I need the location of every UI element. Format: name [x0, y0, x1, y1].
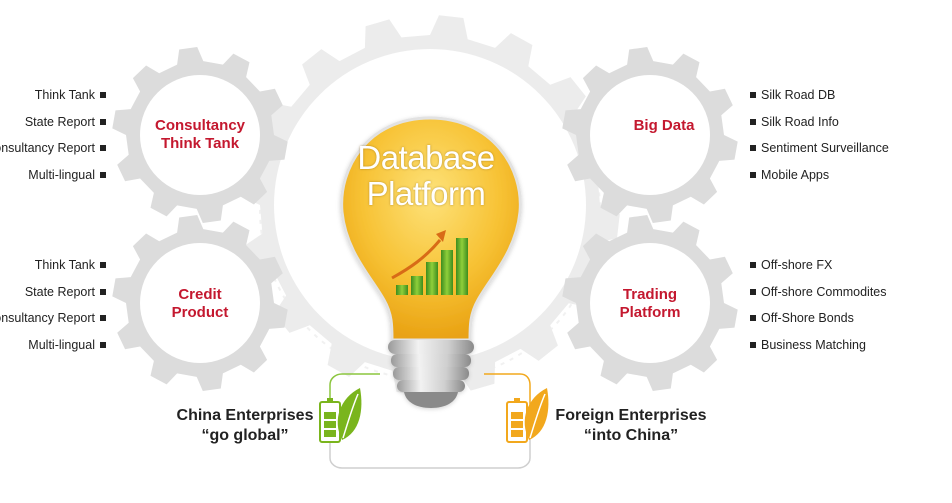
gear-label-line: Product — [171, 304, 229, 321]
list-item: Off-shore Commodites — [750, 279, 887, 306]
gear-shapes — [112, 15, 738, 395]
list-item: Business Matching — [750, 332, 887, 359]
list-item: Off-shore FX — [750, 252, 887, 279]
connector-lines — [329, 373, 531, 469]
lightbulb-icon — [340, 116, 522, 408]
center-title-line: Platform — [366, 175, 486, 212]
credit-gear-hub — [140, 243, 260, 363]
list-item: Consultancy Report — [0, 135, 106, 162]
trading-feature-list: Off-shore FX Off-shore Commodites Off-Sh… — [750, 252, 887, 358]
trading-gear-hub — [590, 243, 710, 363]
gear-label-big-data: Big Data — [594, 117, 734, 135]
list-item: Think Tank — [0, 252, 106, 279]
china-enterprises-label: China Enterprises “go global” — [170, 406, 320, 446]
gear-label-trading: Trading Platform — [580, 286, 720, 322]
gear-label-line: Trading — [622, 286, 678, 303]
consultancy-feature-list: Think Tank State Report Consultancy Repo… — [0, 82, 106, 188]
list-item: State Report — [0, 109, 106, 136]
orange-battery-leaf-icon — [506, 388, 549, 443]
list-item: Sentiment Surveillance — [750, 135, 889, 162]
credit-feature-list: Think Tank State Report Consultancy Repo… — [0, 252, 106, 358]
list-item: State Report — [0, 279, 106, 306]
big-data-feature-list: Silk Road DB Silk Road Info Sentiment Su… — [750, 82, 889, 188]
list-item: Silk Road DB — [750, 82, 889, 109]
foreign-enterprises-label: Foreign Enterprises “into China” — [546, 406, 716, 446]
big-data-gear-hub — [590, 75, 710, 195]
gear-label-credit: Credit Product — [130, 286, 270, 322]
gear-label-line: Consultancy — [154, 117, 245, 134]
green-battery-leaf-icon — [319, 388, 362, 443]
gear-label-line: Credit — [178, 286, 222, 303]
list-item: Multi-lingual — [0, 162, 106, 189]
gear-label-line: Big Data — [633, 117, 695, 134]
gear-label-line: Think Tank — [160, 135, 240, 152]
list-item: Multi-lingual — [0, 332, 106, 359]
enterprise-label-line: Foreign Enterprises — [555, 407, 707, 424]
list-item: Silk Road Info — [750, 109, 889, 136]
list-item: Off-Shore Bonds — [750, 305, 887, 332]
list-item: Mobile Apps — [750, 162, 889, 189]
center-title: Database Platform — [326, 140, 526, 212]
list-item: Consultancy Report — [0, 305, 106, 332]
center-title-line: Database — [357, 139, 495, 176]
list-item: Think Tank — [0, 82, 106, 109]
enterprise-label-line: China Enterprises — [176, 407, 314, 424]
enterprise-label-line: “go global” — [201, 427, 289, 444]
gear-label-consultancy: Consultancy Think Tank — [130, 117, 270, 153]
growth-chart-icon — [391, 230, 468, 295]
gear-label-line: Platform — [619, 304, 681, 321]
consultancy-gear-hub — [140, 75, 260, 195]
enterprise-label-line: “into China” — [583, 427, 679, 444]
